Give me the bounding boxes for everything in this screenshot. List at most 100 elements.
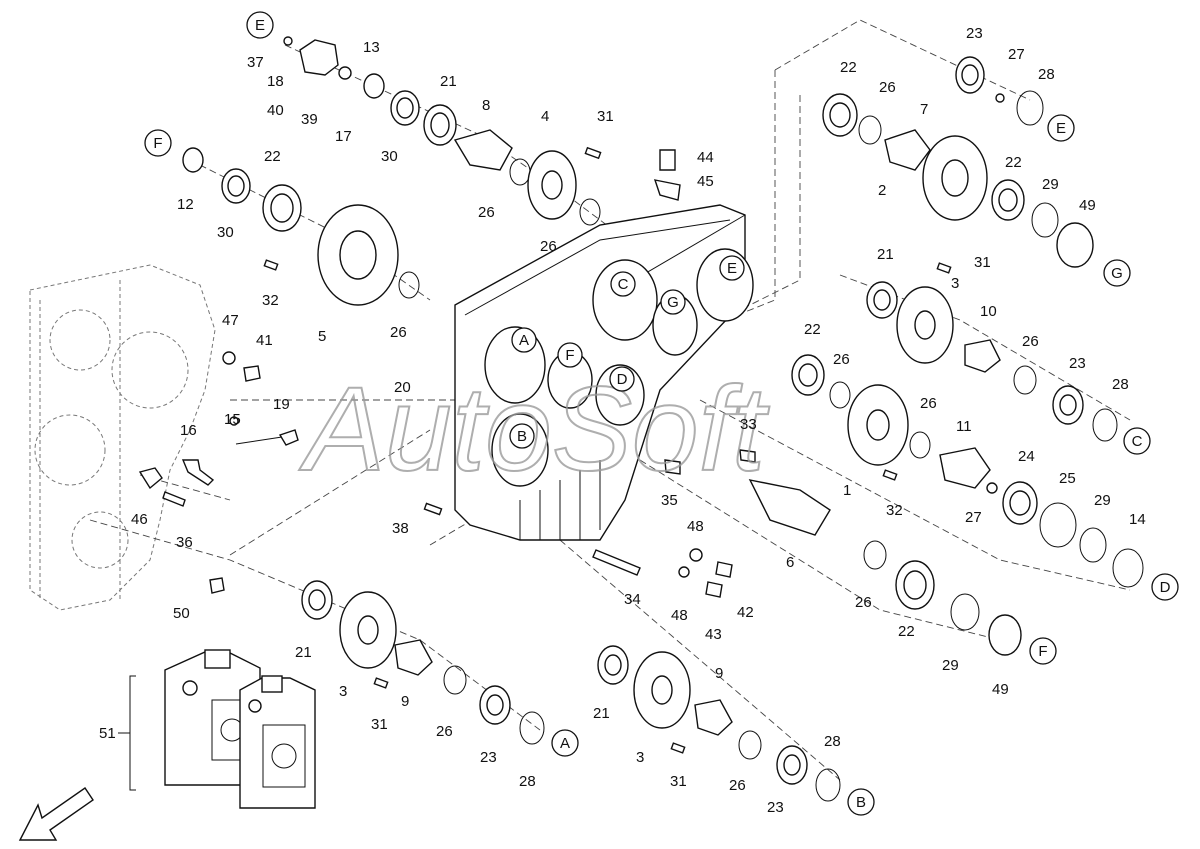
- parts-right-upper: [822, 56, 1118, 442]
- callout-b-housing: B: [509, 423, 535, 449]
- parts-top-left: [283, 36, 681, 226]
- parts-left-gear: [182, 147, 420, 382]
- callout-g-right: G: [1103, 259, 1131, 287]
- callout-d-housing: D: [609, 366, 635, 392]
- part-label: 44: [697, 149, 714, 166]
- part-label: 26: [729, 777, 746, 794]
- callout-c-housing: C: [610, 271, 636, 297]
- callout-a-bottom: A: [551, 729, 579, 757]
- part-label: 3: [951, 275, 959, 292]
- part-label: 26: [478, 204, 495, 221]
- svg-text:F: F: [1038, 643, 1047, 660]
- svg-text:E: E: [727, 260, 737, 277]
- svg-text:D: D: [1160, 579, 1171, 596]
- part-label: 35: [661, 492, 678, 509]
- part-label: 50: [173, 605, 190, 622]
- svg-text:C: C: [618, 276, 629, 293]
- part-label: 49: [1079, 197, 1096, 214]
- part-label: 37: [247, 54, 264, 71]
- part-label: 9: [715, 665, 723, 682]
- part-label: 27: [1008, 46, 1025, 63]
- part-label: 3: [339, 683, 347, 700]
- part-label: 43: [705, 626, 722, 643]
- callout-d-right: D: [1151, 573, 1179, 601]
- direction-arrow-icon: [18, 787, 94, 841]
- part-label: 49: [992, 681, 1009, 698]
- part-label: 15: [224, 411, 241, 428]
- part-label: 30: [381, 148, 398, 165]
- part-label: 23: [966, 25, 983, 42]
- part-label: 16: [180, 422, 197, 439]
- part-label: 14: [1129, 511, 1146, 528]
- part-label: 20: [394, 379, 411, 396]
- part-label: 29: [1094, 492, 1111, 509]
- part-label: 7: [920, 101, 928, 118]
- part-label: 33: [740, 416, 757, 433]
- part-label: 25: [1059, 470, 1076, 487]
- part-label: 26: [390, 324, 407, 341]
- part-label: 8: [482, 97, 490, 114]
- part-label: 21: [877, 246, 894, 263]
- part-label: 21: [440, 73, 457, 90]
- part-label: 22: [264, 148, 281, 165]
- part-label: 3: [636, 749, 644, 766]
- part-label: 32: [262, 292, 279, 309]
- part-label: 21: [295, 644, 312, 661]
- svg-text:A: A: [560, 735, 570, 752]
- part-label: 47: [222, 312, 239, 329]
- part-label: 23: [480, 749, 497, 766]
- parts-left-fasteners: [138, 416, 756, 598]
- ghost-engine-block: [29, 264, 216, 611]
- callout-e-top: E: [246, 11, 274, 39]
- svg-text:A: A: [519, 332, 529, 349]
- part-label: 30: [217, 224, 234, 241]
- part-label: 22: [1005, 154, 1022, 171]
- part-label: 18: [267, 73, 284, 90]
- svg-text:F: F: [565, 347, 574, 364]
- callout-f-left: F: [144, 129, 172, 157]
- callouts: E F E G A C D F A B C D E F G B: [144, 11, 1179, 816]
- part-label: 31: [371, 716, 388, 733]
- svg-text:F: F: [153, 135, 162, 152]
- part-label: 11: [956, 418, 972, 435]
- svg-text:E: E: [255, 17, 265, 34]
- callout-c-right: C: [1123, 427, 1151, 455]
- part-label: 5: [318, 328, 326, 345]
- part-label: 36: [176, 534, 193, 551]
- part-label: 39: [301, 111, 318, 128]
- part-label: 38: [392, 520, 409, 537]
- part-label: 22: [840, 59, 857, 76]
- svg-text:G: G: [667, 294, 679, 311]
- part-label: 31: [597, 108, 614, 125]
- part-label: 12: [177, 196, 194, 213]
- part-label: 29: [942, 657, 959, 674]
- parts-bottom-b: [597, 645, 841, 802]
- part-label: 48: [687, 518, 704, 535]
- part-label: 46: [131, 511, 148, 528]
- callout-a-housing: A: [511, 327, 537, 353]
- part-label: 34: [624, 591, 641, 608]
- part-label: 22: [804, 321, 821, 338]
- part-label: 10: [980, 303, 997, 320]
- svg-text:B: B: [517, 428, 527, 445]
- callout-e-right: E: [1047, 114, 1075, 142]
- part-label: 26: [920, 395, 937, 412]
- part-label: 28: [824, 733, 841, 750]
- part-label: 51: [99, 725, 116, 742]
- svg-text:G: G: [1111, 265, 1123, 282]
- part-label: 4: [541, 108, 549, 125]
- part-label: 22: [898, 623, 915, 640]
- callout-b-bottom: B: [847, 788, 875, 816]
- part-label: 48: [671, 607, 688, 624]
- part-label: 24: [1018, 448, 1035, 465]
- callout-g-housing: G: [660, 289, 686, 315]
- callout-f-housing: F: [557, 342, 583, 368]
- part-label: 23: [1069, 355, 1086, 372]
- part-label: 9: [401, 693, 409, 710]
- part-label: 31: [670, 773, 687, 790]
- callout-e-housing: E: [719, 255, 745, 281]
- part-label: 29: [1042, 176, 1059, 193]
- part-label: 21: [593, 705, 610, 722]
- part-label: 17: [335, 128, 352, 145]
